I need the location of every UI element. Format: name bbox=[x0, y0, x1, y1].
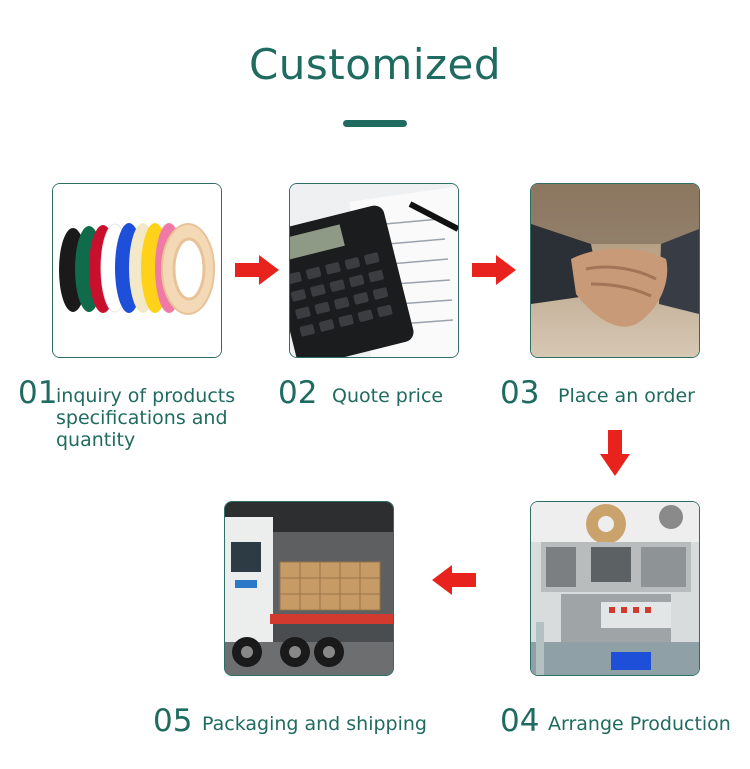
step-4-image bbox=[530, 501, 700, 676]
step-5-image bbox=[224, 501, 394, 676]
step-5-number: 05 bbox=[153, 703, 193, 739]
arrow-down-icon bbox=[600, 430, 630, 476]
calculator-illustration bbox=[290, 184, 458, 357]
step-4-label: Arrange Production bbox=[548, 713, 731, 735]
arrow-right-icon bbox=[472, 255, 516, 285]
step-5-label: Packaging and shipping bbox=[202, 713, 427, 735]
step-4-number: 04 bbox=[500, 703, 540, 739]
page-title: Customized bbox=[248, 40, 502, 89]
step-3-number: 03 bbox=[500, 375, 540, 411]
step-2-label: Quote price bbox=[332, 385, 444, 407]
step-3-image bbox=[530, 183, 700, 358]
arrow-right-icon bbox=[235, 255, 279, 285]
step-1-label-line-1: inquiry of products bbox=[56, 385, 236, 407]
step-3-label: Place an order bbox=[558, 385, 695, 407]
step-1-number: 01 bbox=[18, 375, 58, 411]
step-2-image bbox=[289, 183, 459, 358]
title-underline bbox=[343, 120, 407, 127]
truck-illustration bbox=[225, 502, 393, 675]
production-machine-illustration bbox=[531, 502, 699, 675]
step-1-label-line-3: quantity bbox=[56, 429, 136, 451]
step-1-label-line-2: specifications and bbox=[56, 407, 228, 429]
step-1-image bbox=[52, 183, 222, 358]
arrow-left-icon bbox=[432, 565, 476, 595]
tape-rolls-illustration bbox=[53, 184, 221, 357]
step-2-number: 02 bbox=[278, 375, 318, 411]
handshake-illustration bbox=[531, 184, 699, 357]
